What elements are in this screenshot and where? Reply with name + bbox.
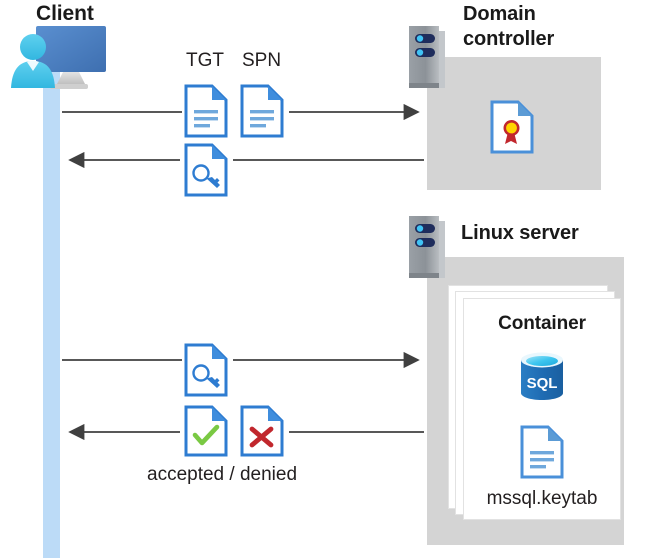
certificate-document-icon (490, 100, 534, 159)
domain-controller-title-line2: controller (463, 28, 555, 50)
domain-controller-title: Domain controller (463, 2, 554, 52)
key-document-icon-request (184, 343, 228, 402)
denied-document-icon (240, 405, 284, 462)
client-computer-user-icon (8, 24, 112, 90)
container-card[interactable]: Container SQ (463, 298, 621, 520)
sql-database-icon: SQL (517, 349, 567, 409)
accepted-denied-label: accepted / denied (147, 464, 298, 485)
keytab-label: mssql.keytab (486, 488, 598, 509)
tgt-label: TGT (186, 50, 224, 71)
keytab-document-icon (520, 425, 564, 484)
client-title: Client (36, 2, 94, 25)
client-lifeline (43, 62, 60, 558)
spn-label: SPN (242, 50, 282, 71)
container-title: Container (498, 313, 586, 334)
tgt-document-icon (184, 84, 228, 143)
domain-controller-title-line1: Domain (463, 3, 536, 25)
spn-document-icon (240, 84, 284, 143)
linux-server-rack-icon (409, 216, 445, 279)
key-document-icon-ticket (184, 143, 228, 202)
domain-controller-server-rack-icon (409, 26, 445, 89)
sql-label: SQL (527, 375, 558, 392)
linux-server-title: Linux server (461, 222, 579, 244)
accepted-document-icon (184, 405, 228, 462)
